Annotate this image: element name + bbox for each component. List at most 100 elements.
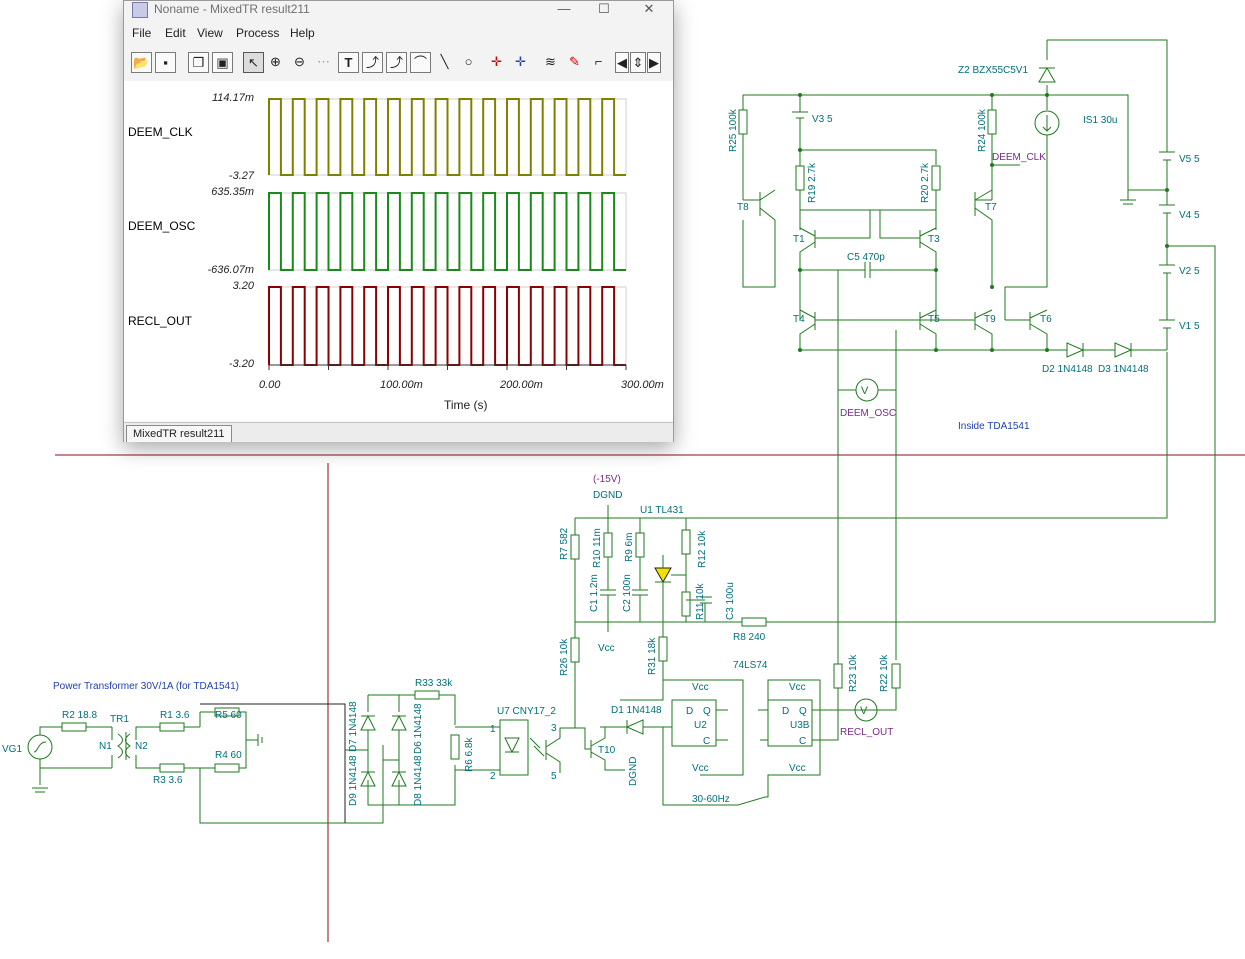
probe-icon[interactable]: ✎ (569, 54, 580, 69)
menu-bar: File Edit View Process Help (124, 23, 673, 43)
label-r1: R1 3.6 (160, 710, 190, 721)
label-u2-d: D (686, 706, 693, 717)
trace-name-recl-out: RECL_OUT (128, 314, 193, 328)
label-is1: IS1 30u (1083, 115, 1117, 126)
menu-process[interactable]: Process (236, 26, 280, 40)
label-vcc-u3b: Vcc (789, 682, 806, 693)
trace-line-deem-osc (268, 192, 626, 271)
label-t1: T1 (793, 234, 805, 245)
menu-edit[interactable]: Edit (165, 26, 186, 40)
label-t6: T6 (1040, 314, 1052, 325)
label-t9: T9 (984, 314, 996, 325)
label-u7: U7 CNY17_2 (497, 706, 556, 717)
cross-a-icon[interactable]: ✛ (491, 54, 502, 69)
trace-line-recl-out (268, 286, 626, 366)
circle-icon[interactable]: ○ (464, 54, 473, 69)
zoom-out-icon[interactable]: ⊖ (294, 54, 305, 69)
label-tr1: TR1 (110, 714, 129, 725)
arrow-updown-icon[interactable]: ⇕ (630, 52, 646, 73)
paste-icon[interactable]: ▣ (212, 52, 233, 73)
x-axis-title: Time (s) (444, 398, 488, 412)
schematic-labels: Z2 BZX55C5V1 V3 5 R25 100k R24 100k IS1 … (2, 65, 1200, 806)
label-r5: R5 60 (215, 710, 242, 721)
label-r22: R22 10k (879, 654, 890, 692)
label-r24: R24 100k (977, 108, 988, 152)
cross-b-icon[interactable]: ✛ (515, 54, 526, 69)
trace-line-deem-clk (268, 98, 626, 176)
text-tool-icon[interactable]: T (338, 52, 359, 73)
label-u1: U1 TL431 (640, 505, 684, 516)
copy-icon[interactable]: ❐ (188, 52, 209, 73)
reference-circuit (570, 505, 901, 806)
label-r4: R4 60 (215, 750, 242, 761)
title-bar[interactable]: Noname - MixedTR result211 — (124, 1, 673, 18)
label-vcc-u3b-bottom: Vcc (789, 763, 806, 774)
power-supply-circuit (27, 690, 575, 824)
app-icon (132, 2, 148, 18)
wave-icon[interactable]: ≋ (545, 54, 556, 69)
label-r10: R10 11m (592, 528, 603, 568)
arrow-right-icon[interactable]: ▶ (647, 52, 661, 73)
minimize-icon[interactable]: — (557, 1, 571, 16)
label-c5: C5 470p (847, 252, 885, 263)
grid-icon[interactable]: ⋯ (317, 54, 330, 69)
label-t3: T3 (928, 234, 940, 245)
save-icon[interactable]: ▪ (155, 52, 176, 73)
label-v4: V4 5 (1179, 210, 1200, 221)
xtick-3: 300.00m (621, 379, 664, 391)
label-r3: R3 3.6 (153, 775, 183, 786)
label-u3b-q: Q (799, 706, 807, 717)
label-u3b: U3B (790, 720, 810, 731)
label-r11: R11 10k (695, 582, 706, 620)
label-r19: R19 2.7k (807, 162, 818, 203)
label-r33: R33 33k (415, 678, 453, 689)
trace-name-deem-clk: DEEM_CLK (128, 125, 193, 139)
curve-icon[interactable]: ⌒ (410, 52, 431, 73)
label-recl-out: RECL_OUT (840, 727, 893, 738)
ytick-deem-osc-min: -636.07m (207, 264, 254, 276)
label-t4: T4 (793, 314, 805, 325)
label-deem-clk: DEEM_CLK (992, 152, 1046, 163)
label-z2: Z2 BZX55C5V1 (958, 65, 1028, 76)
signal-icon[interactable]: ⌐ (594, 54, 603, 69)
toolbar: 📂 ▪ ❐ ▣ ↖ ⊕ ⊖ ⋯ T ⤴ ⤴ ⌒ ╲ ○ ✛ ✛ ≋ ✎ ⌐ ◀ … (124, 49, 673, 77)
close-icon[interactable]: ✕ (643, 1, 655, 16)
window-title: Noname - MixedTR result211 (154, 2, 310, 16)
label-hz: 30-60Hz (692, 794, 730, 805)
label-vcc-top: Vcc (598, 643, 615, 654)
cursor-b-icon[interactable]: ⤴ (386, 52, 407, 73)
zoom-in-icon[interactable]: ⊕ (270, 54, 281, 69)
plot-area[interactable] (124, 81, 673, 421)
menu-file[interactable]: File (132, 26, 152, 40)
trace-name-deem-osc: DEEM_OSC (128, 219, 196, 233)
label-c2: C2 100n (622, 574, 633, 612)
label-inside-tda1541: Inside TDA1541 (958, 421, 1030, 432)
label-vg1: VG1 (2, 744, 22, 755)
maximize-icon[interactable]: ☐ (598, 1, 610, 16)
xtick-1: 100.00m (380, 379, 423, 391)
label-r6: R6 6.8k (464, 737, 475, 772)
voltmeter-v-icon: V (861, 385, 869, 397)
arrow-left-icon[interactable]: ◀ (615, 52, 629, 73)
label-t5: T5 (928, 314, 940, 325)
arrow-select-icon[interactable]: ↖ (243, 52, 264, 73)
tab-bar: MixedTR result211 (124, 422, 673, 442)
tab-mixedtr-result[interactable]: MixedTR result211 (126, 425, 232, 442)
mixedtr-window[interactable]: Noname - MixedTR result211 — ☐ File Edit… (123, 0, 674, 442)
label-t10: T10 (598, 745, 616, 756)
label-v5: V5 5 (1179, 154, 1200, 165)
menu-view[interactable]: View (197, 26, 223, 40)
waveform-plot[interactable]: DEEM_CLK DEEM_OSC RECL_OUT 114.17m -3.27… (124, 81, 673, 421)
label-r25: R25 100k (728, 108, 739, 152)
label-u2-c: C (703, 736, 710, 747)
menu-help[interactable]: Help (290, 26, 315, 40)
label-pin3: 3 (551, 723, 557, 734)
open-folder-icon[interactable]: 📂 (131, 52, 152, 73)
line-icon[interactable]: ╲ (440, 54, 449, 69)
voltmeter-v-icon-2: V (860, 705, 868, 717)
label-n1: N1 (99, 741, 112, 752)
label-r12: R12 10k (697, 530, 708, 568)
label-dgnd-top: DGND (593, 490, 622, 501)
cursor-a-icon[interactable]: ⤴ (362, 52, 383, 73)
